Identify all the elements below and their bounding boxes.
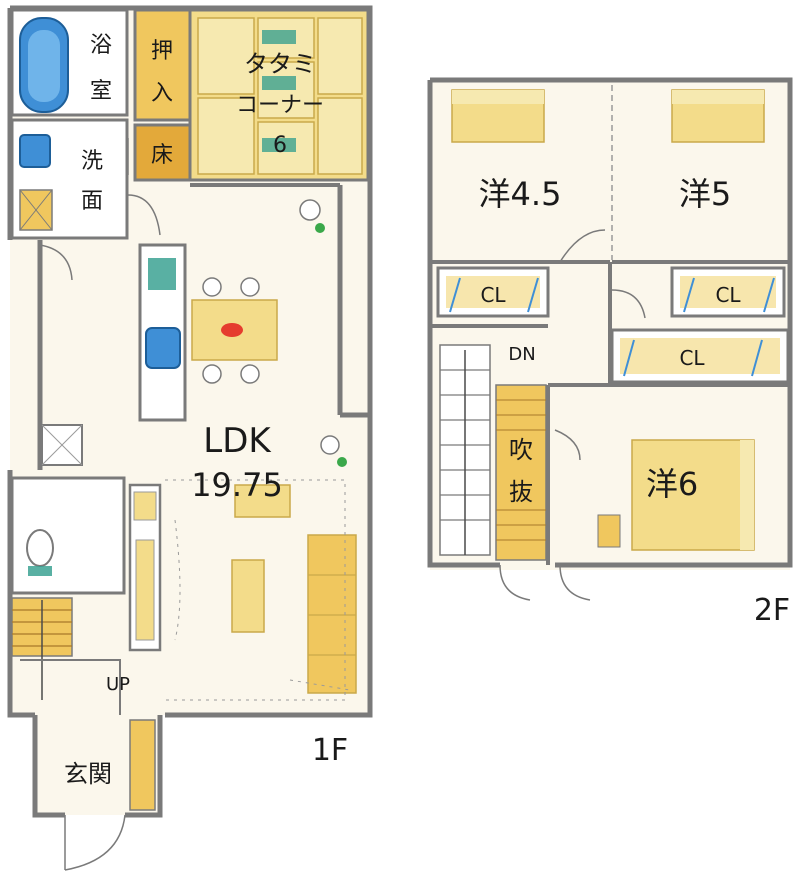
- closet-label-2: 入: [151, 81, 173, 106]
- closet-label: 押: [151, 39, 173, 64]
- bathtub-inner-icon: [28, 30, 60, 102]
- room45-label: 洋4.5: [479, 175, 562, 213]
- plant-icon: [299, 199, 321, 221]
- tatami-label-3: 6: [273, 133, 287, 158]
- labels: 浴 室 押 入 タタミ コーナー 6 床 洗 面 LDK 19.75 UP 玄関…: [64, 33, 790, 788]
- chairs: [202, 277, 260, 384]
- cl-left-label: CL: [480, 283, 506, 307]
- washroom-label-2: 面: [81, 189, 103, 214]
- alcove-label: 床: [151, 143, 173, 168]
- kitchen-sink-icon: [145, 327, 181, 369]
- tatami-label: タタミ: [244, 50, 316, 78]
- cl-mid-label: CL: [679, 346, 705, 370]
- tv-stand: [234, 484, 291, 518]
- floor-1: [7, 5, 373, 871]
- toilet-icon: [26, 529, 54, 567]
- room5-label: 洋5: [679, 175, 731, 213]
- tatami-label-2: コーナー: [236, 93, 324, 118]
- bath-label-2: 室: [90, 79, 112, 104]
- floor1-walls: [7, 5, 373, 718]
- coffee-table: [231, 559, 265, 633]
- void-label-2: 抜: [509, 478, 533, 506]
- sink-icon: [19, 134, 51, 168]
- stove-icon: [148, 258, 176, 290]
- sofa: [307, 534, 357, 694]
- dn-label: DN: [508, 344, 535, 365]
- void-label: 吹: [509, 436, 533, 464]
- entrance-door: [64, 814, 126, 871]
- flowers-icon: [221, 323, 243, 337]
- ldk-area-label: 19.75: [191, 466, 283, 504]
- plant-icon-2: [320, 435, 340, 455]
- tatami-mats: [197, 17, 363, 175]
- closet-area: [133, 8, 192, 122]
- bed-room6: [631, 439, 755, 551]
- washroom-label: 洗: [81, 149, 103, 174]
- floor2-label: 2F: [754, 593, 790, 628]
- futon-icons: [262, 30, 296, 152]
- bath-label: 浴: [90, 33, 112, 58]
- cl-right-label: CL: [715, 283, 741, 307]
- void-area: [495, 384, 547, 561]
- floor-2: [427, 77, 793, 601]
- room6-label: 洋6: [646, 465, 698, 503]
- entrance-walls: [32, 715, 163, 818]
- entrance-label: 玄関: [64, 760, 112, 788]
- floor1-label: 1F: [312, 733, 348, 768]
- shoe-closet: [129, 719, 156, 811]
- nightstand-icon: [597, 514, 621, 548]
- floor2-walls: [427, 77, 793, 568]
- ldk-label: LDK: [203, 421, 272, 461]
- up-label: UP: [106, 674, 130, 695]
